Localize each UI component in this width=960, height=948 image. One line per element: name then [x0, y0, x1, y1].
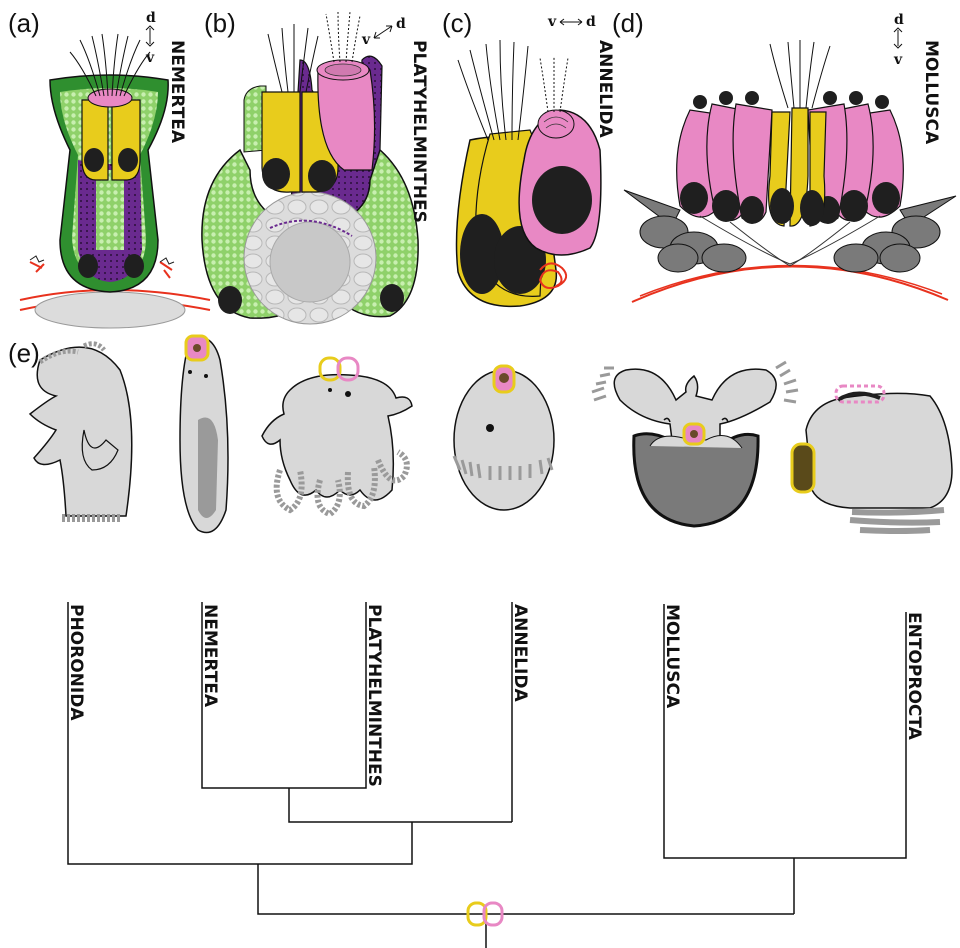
tree-labels: PHORONIDA NEMERTEA PLATYHELMINTHES ANNEL…	[66, 604, 924, 787]
tree-taxon-phoronida: PHORONIDA	[66, 604, 86, 721]
panel-c: (c) v d ANNELIDA	[442, 8, 615, 306]
larva-nemertea	[180, 336, 228, 533]
tree-taxon-mollusca: MOLLUSCA	[662, 604, 682, 709]
panel-b-label: (b)	[204, 8, 236, 38]
panel-b-axis-left: v	[361, 32, 371, 48]
phylogenetic-tree	[68, 602, 906, 948]
panel-d: (d)	[612, 8, 956, 302]
panel-e: (e)	[8, 336, 952, 533]
panel-a: (a) d v NEMERTE	[8, 8, 210, 328]
panel-a-taxon: NEMERTEA	[167, 40, 187, 144]
larva-mollusca	[592, 362, 798, 526]
panel-c-taxon: ANNELIDA	[595, 40, 615, 138]
larva-annelida	[454, 366, 554, 510]
panel-d-axis-top: d	[894, 12, 904, 28]
panel-e-label: (e)	[8, 338, 40, 368]
tree-taxon-platyhelminthes: PLATYHELMINTHES	[364, 604, 384, 787]
panel-b-taxon: PLATYHELMINTHES	[409, 40, 429, 223]
tree-taxon-annelida: ANNELIDA	[510, 604, 530, 702]
panel-d-taxon: MOLLUSCA	[921, 40, 941, 145]
panel-d-axis-bottom: v	[893, 52, 903, 68]
tree-taxon-nemertea: NEMERTEA	[200, 604, 220, 708]
panel-b: (b) v d PLATYHELMINTHE	[202, 8, 429, 324]
larva-entoprocta	[792, 386, 952, 531]
panel-a-axis-top: d	[146, 10, 156, 26]
panel-c-label: (c)	[442, 8, 472, 38]
panel-a-label: (a)	[8, 8, 40, 38]
tree-taxon-entoprocta: ENTOPROCTA	[904, 612, 924, 741]
larva-phoronida	[30, 344, 132, 518]
panel-c-axis-right: d	[586, 14, 596, 30]
larva-platyhelminthes	[262, 358, 412, 514]
panel-a-axis-bottom: v	[145, 50, 155, 66]
panel-c-axis-left: v	[547, 14, 557, 30]
panel-b-axis-right: d	[396, 16, 406, 32]
panel-d-label: (d)	[612, 8, 644, 38]
